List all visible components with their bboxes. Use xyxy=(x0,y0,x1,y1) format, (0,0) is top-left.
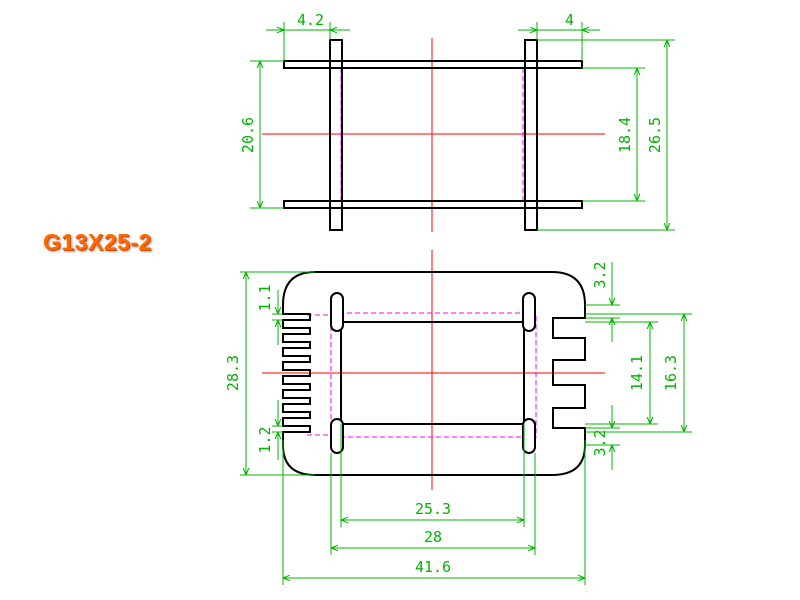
dim-inner-width: 25.3 xyxy=(415,500,451,518)
bottom-view: 1.1 28.3 1.2 3.2 14.1 16.3 3.2 25.3 28 4… xyxy=(224,250,692,585)
dim-right-margin-top: 3.2 xyxy=(591,261,609,288)
dim-notch-span: 14.1 xyxy=(628,355,646,391)
pin-slot-top-left xyxy=(330,292,344,332)
dim-right-overhang: 4 xyxy=(565,11,574,29)
bottom-flange xyxy=(283,200,583,209)
bottom-view-dimensions xyxy=(240,262,692,585)
right-pin xyxy=(524,39,538,231)
dim-slot-bottom: 1.2 xyxy=(256,426,274,453)
pin-slot-top-right xyxy=(522,292,536,332)
dim-pin-width: 28 xyxy=(424,528,442,546)
top-flange xyxy=(283,60,583,69)
top-view-outline xyxy=(283,39,583,231)
pin-slot-bottom-right xyxy=(522,418,536,454)
hidden-core-outline xyxy=(330,312,537,438)
dim-flange-inner: 18.4 xyxy=(616,117,634,153)
dim-left-overhang: 4.2 xyxy=(297,11,324,29)
top-view-dimensions xyxy=(250,22,675,231)
top-view-centerlines xyxy=(262,38,605,232)
dim-top-overall-height: 26.5 xyxy=(646,117,664,153)
dim-overall-width: 41.6 xyxy=(415,558,451,576)
dim-slot-top: 1.1 xyxy=(256,284,274,311)
left-pin xyxy=(329,39,343,231)
dim-right-margin-bottom: 3.2 xyxy=(591,429,609,456)
pin-slot-bottom-left xyxy=(330,418,344,454)
bottom-view-centerlines xyxy=(262,250,605,490)
inner-window xyxy=(340,321,525,425)
dim-right-span: 16.3 xyxy=(662,355,680,391)
top-view: 4.2 4 20.6 18.4 26.5 xyxy=(239,11,675,232)
dim-inner-span: 20.6 xyxy=(239,117,257,153)
dim-bottom-overall-height: 28.3 xyxy=(224,355,242,391)
part-number-label: G13X25-2 xyxy=(43,229,152,255)
